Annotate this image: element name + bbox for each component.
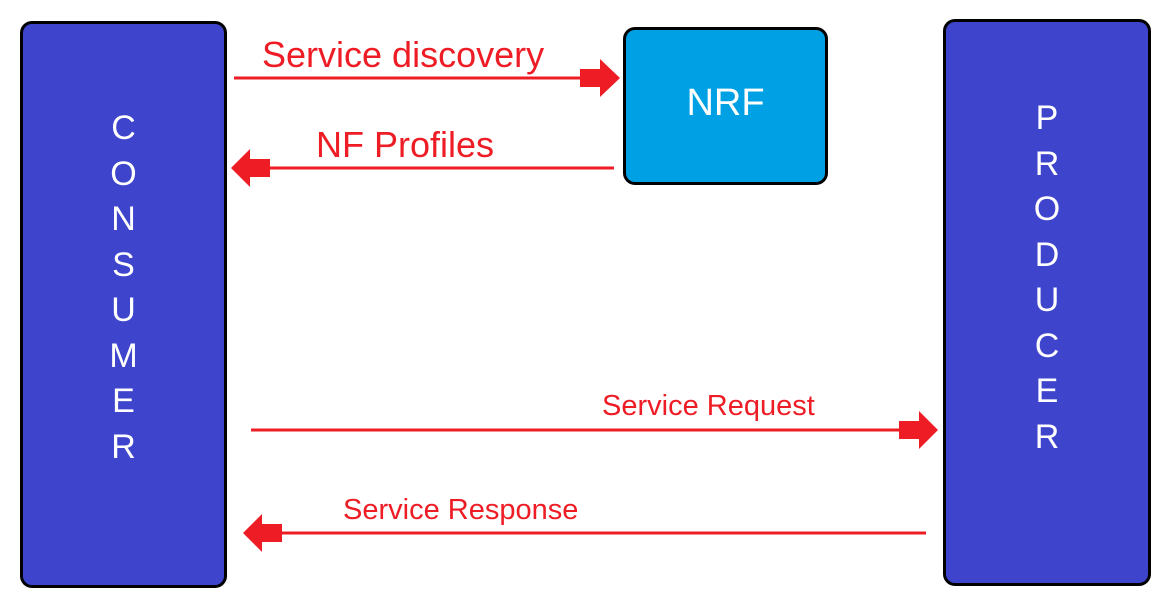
producer-letter: D [1034, 235, 1060, 274]
producer-label: P R O D U C E R [946, 96, 1148, 460]
nrf-box: NRF [623, 27, 828, 185]
consumer-label: C O N S U M E R [23, 106, 224, 470]
producer-box: P R O D U C E R [943, 19, 1151, 586]
response-arrow [243, 514, 926, 552]
consumer-box: C O N S U M E R [20, 21, 227, 588]
profiles-label: NF Profiles [316, 124, 495, 165]
producer-letter: C [1034, 326, 1060, 365]
consumer-letter: O [110, 154, 137, 193]
consumer-letter: N [111, 200, 136, 238]
producer-letter: E [1035, 372, 1059, 410]
consumer-letter: E [112, 382, 135, 420]
producer-letter: U [1034, 281, 1060, 319]
profiles-arrow [231, 149, 614, 187]
request-arrow [251, 411, 938, 449]
discovery-arrow [234, 59, 620, 97]
consumer-letter: U [111, 291, 136, 329]
discovery-label: Service discovery [262, 34, 545, 75]
producer-letter: O [1033, 190, 1061, 228]
nrf-label: NRF [686, 82, 765, 124]
request-label: Service Request [602, 390, 815, 422]
producer-letter: R [1034, 144, 1060, 183]
producer-letter: R [1034, 417, 1060, 456]
consumer-letter: C [111, 109, 136, 147]
consumer-letter: S [112, 245, 135, 284]
response-label: Service Response [343, 494, 579, 526]
producer-letter: P [1035, 99, 1059, 137]
consumer-letter: R [111, 427, 136, 466]
consumer-letter: M [109, 336, 138, 375]
